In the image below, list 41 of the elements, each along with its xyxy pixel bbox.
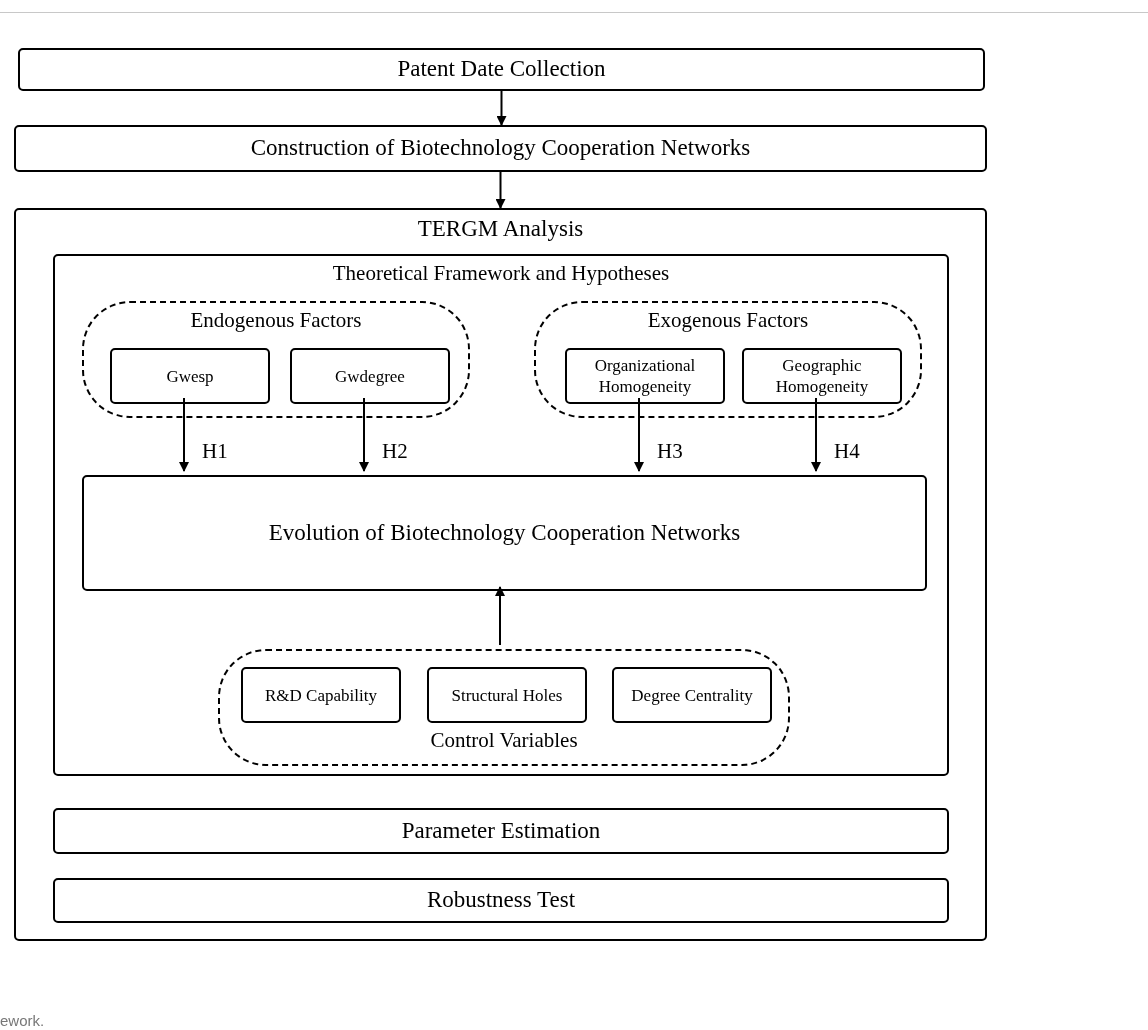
box-label: Gwdegree (334, 365, 406, 387)
process-box (241, 667, 401, 723)
box-label: Organizational Homogeneity (593, 355, 697, 397)
box-label: R&D Capability (264, 684, 378, 706)
dashed-group (82, 301, 470, 418)
box-label: Theoretical Framework and Hypotheses (331, 260, 671, 287)
dashed-group (534, 301, 922, 418)
box-label: Gwesp (165, 365, 215, 387)
process-box (110, 348, 270, 404)
arrow (179, 397, 189, 472)
box-label: Geographic Homogeneity (774, 355, 870, 397)
arrow (495, 586, 505, 646)
box-label: Endogenous Factors (189, 307, 363, 334)
process-box (53, 878, 949, 923)
arrow (359, 397, 369, 472)
dashed-group (218, 649, 790, 766)
process-box (742, 348, 902, 404)
container-box (14, 208, 987, 941)
process-box (290, 348, 450, 404)
process-box (612, 667, 772, 723)
box-label: Control Variables (429, 726, 579, 754)
process-box (565, 348, 725, 404)
box-label: Degree Centrality (630, 684, 754, 706)
box-label: Evolution of Biotechnology Cooperation Networks (267, 518, 742, 547)
arrow (811, 397, 821, 472)
box-label: TERGM Analysis (416, 215, 585, 243)
process-box (427, 667, 587, 723)
process-box (18, 48, 985, 91)
arrow (495, 171, 506, 209)
arrow (634, 397, 644, 472)
box-label: Structural Holes (450, 684, 564, 706)
box-label: Patent Date Collection (396, 55, 607, 84)
box-label: Parameter Estimation (400, 816, 602, 845)
process-box (14, 125, 987, 172)
caption: ework. (0, 1012, 45, 1030)
box-label: Robustness Test (425, 886, 577, 915)
process-box (53, 808, 949, 854)
box-label: Construction of Biotechnology Cooperation Networks (249, 134, 752, 163)
arrow (496, 90, 507, 126)
process-box (82, 475, 927, 591)
box-label: Exogenous Factors (646, 307, 810, 334)
